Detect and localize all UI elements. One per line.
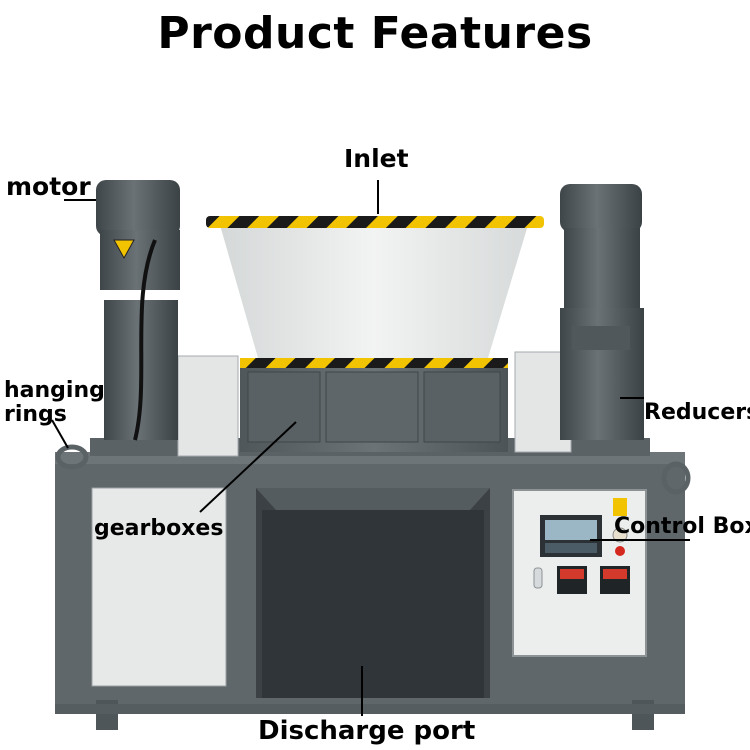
label-control-box: Control Box [614,514,750,539]
label-hanging-rings-line2: rings [4,402,67,427]
left-motor [96,180,180,441]
right-motor [560,184,644,440]
inlet-hopper [206,216,544,358]
hanging-rings [55,444,691,495]
label-gearboxes: gearboxes [94,516,224,541]
label-discharge-port: Discharge port [258,716,476,746]
leader-lines [51,180,690,716]
label-inlet: Inlet [344,144,409,173]
label-reducers: Reducers [644,400,750,425]
label-motor: motor [6,172,91,201]
gearbox-housing [240,358,508,452]
discharge-port-opening [256,488,490,698]
control-box-cabinet [512,489,647,657]
label-hanging-rings-line1: hanging [4,378,105,403]
side-panel [91,487,227,687]
page-title: Product Features [157,8,593,59]
